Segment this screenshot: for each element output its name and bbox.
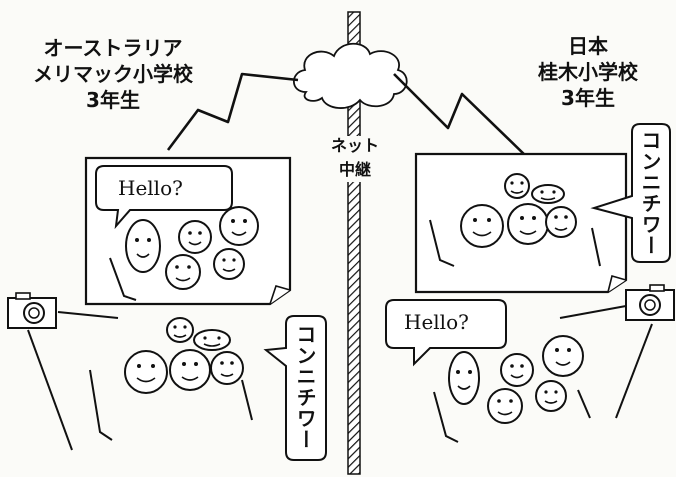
center-label-line1: ネット [330, 136, 379, 155]
face [531, 184, 565, 204]
pole-label-bg [337, 136, 377, 182]
left-screen-bubble-text: Hello? [118, 176, 183, 200]
face [213, 248, 245, 280]
right-screen [414, 123, 671, 294]
face [487, 388, 523, 424]
left-school-line2: メリマック小学校 [33, 62, 193, 86]
left-front-bubble-text: コンニチワー [293, 324, 317, 450]
signal-left [166, 72, 299, 151]
right-front-group [385, 299, 591, 443]
face [210, 351, 244, 385]
cloud-icon [292, 42, 408, 109]
left-screen-bubble-shape [95, 165, 233, 230]
signal-right [393, 73, 529, 159]
left-school-line1: オーストラリア [43, 36, 183, 60]
right-school-line2: 桂木小学校 [538, 60, 638, 84]
face [125, 219, 161, 273]
face [166, 317, 194, 343]
face [193, 329, 231, 351]
face [542, 335, 584, 377]
right-school-line3: 3年生 [561, 86, 615, 110]
right-screen-bubble-text: コンニチワー [638, 130, 662, 256]
network-pole [347, 11, 361, 475]
face [219, 206, 259, 246]
left-screen [84, 156, 292, 306]
right-front-bubble-shape [385, 299, 507, 367]
right-screen-bubble-shape [590, 123, 671, 263]
face [545, 206, 577, 238]
face [535, 380, 567, 412]
face [165, 254, 201, 290]
face [460, 204, 504, 248]
face [448, 351, 480, 405]
face [507, 203, 549, 245]
center-label-line2: 中継 [338, 160, 371, 179]
face [169, 349, 211, 391]
face [500, 353, 534, 387]
camera-icon [7, 292, 57, 329]
right-school-line1: 日本 [568, 34, 608, 58]
face [504, 173, 530, 199]
left-front-bubble-shape [263, 315, 327, 461]
right-front-bubble-text: Hello? [404, 310, 469, 334]
camera-icon [625, 284, 675, 321]
left-front-group [89, 315, 327, 461]
face [178, 220, 212, 254]
left-school-line3: 3年生 [86, 88, 140, 112]
face [124, 350, 168, 394]
